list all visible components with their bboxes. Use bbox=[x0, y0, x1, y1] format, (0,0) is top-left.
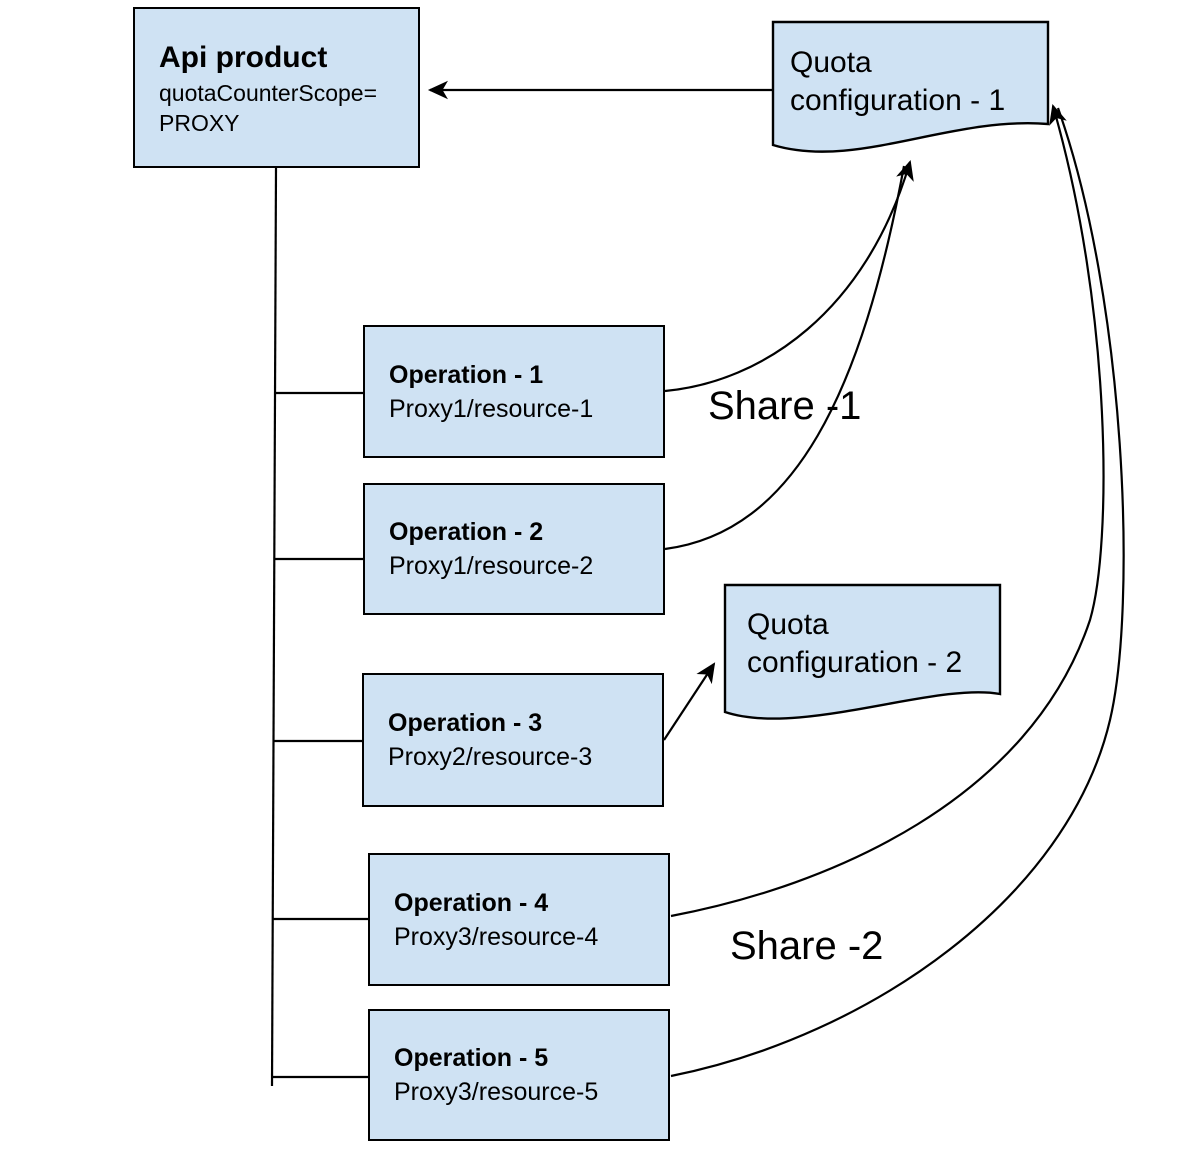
operation-5-resource: Proxy3/resource-5 bbox=[394, 1078, 599, 1106]
operation-2-title: Operation - 2 bbox=[389, 518, 544, 546]
edge-operation1-to-qc1 bbox=[664, 159, 914, 393]
api-product-trunk-line bbox=[270, 167, 278, 1087]
operation-4-resource: Proxy3/resource-4 bbox=[394, 922, 599, 951]
operation-2-node: Operation - 2 Proxy1/resource-2 bbox=[363, 483, 665, 615]
operation-5-node: Operation - 5 Proxy3/resource-5 bbox=[368, 1009, 670, 1141]
operation-1-resource: Proxy1/resource-1 bbox=[389, 394, 594, 423]
operation-3-node: Operation - 3 Proxy2/resource-3 bbox=[362, 673, 664, 807]
quota-config-1-shape bbox=[771, 20, 1050, 153]
operation-1-title: Operation - 1 bbox=[389, 360, 544, 389]
quota-config-2-shape bbox=[723, 583, 1002, 720]
operation-3-resource: Proxy2/resource-3 bbox=[388, 743, 593, 771]
edge-operation4-to-qc1 bbox=[670, 103, 1105, 918]
api-product-attr-line1: quotaCounterScope= bbox=[159, 79, 378, 106]
api-product-attr-line2: PROXY bbox=[159, 109, 240, 136]
operation-4-title: Operation - 4 bbox=[394, 888, 549, 917]
edge-operation2-to-qc1 bbox=[664, 165, 906, 551]
operation-2-resource: Proxy1/resource-2 bbox=[389, 552, 594, 580]
share-1-label: Share -1 bbox=[708, 384, 862, 428]
operation-5-title: Operation - 5 bbox=[394, 1044, 549, 1072]
operation-1-node: Operation - 1 Proxy1/resource-1 bbox=[363, 325, 665, 458]
edge-operation3-to-qc2 bbox=[663, 662, 716, 741]
api-product-node: Api product quotaCounterScope= PROXY bbox=[133, 7, 420, 168]
api-product-title: Api product bbox=[159, 40, 328, 74]
share-2-label: Share -2 bbox=[730, 924, 884, 968]
operation-4-node: Operation - 4 Proxy3/resource-4 bbox=[368, 853, 670, 986]
edge-operation5-to-qc1 bbox=[670, 107, 1125, 1078]
operation-3-title: Operation - 3 bbox=[388, 709, 543, 737]
